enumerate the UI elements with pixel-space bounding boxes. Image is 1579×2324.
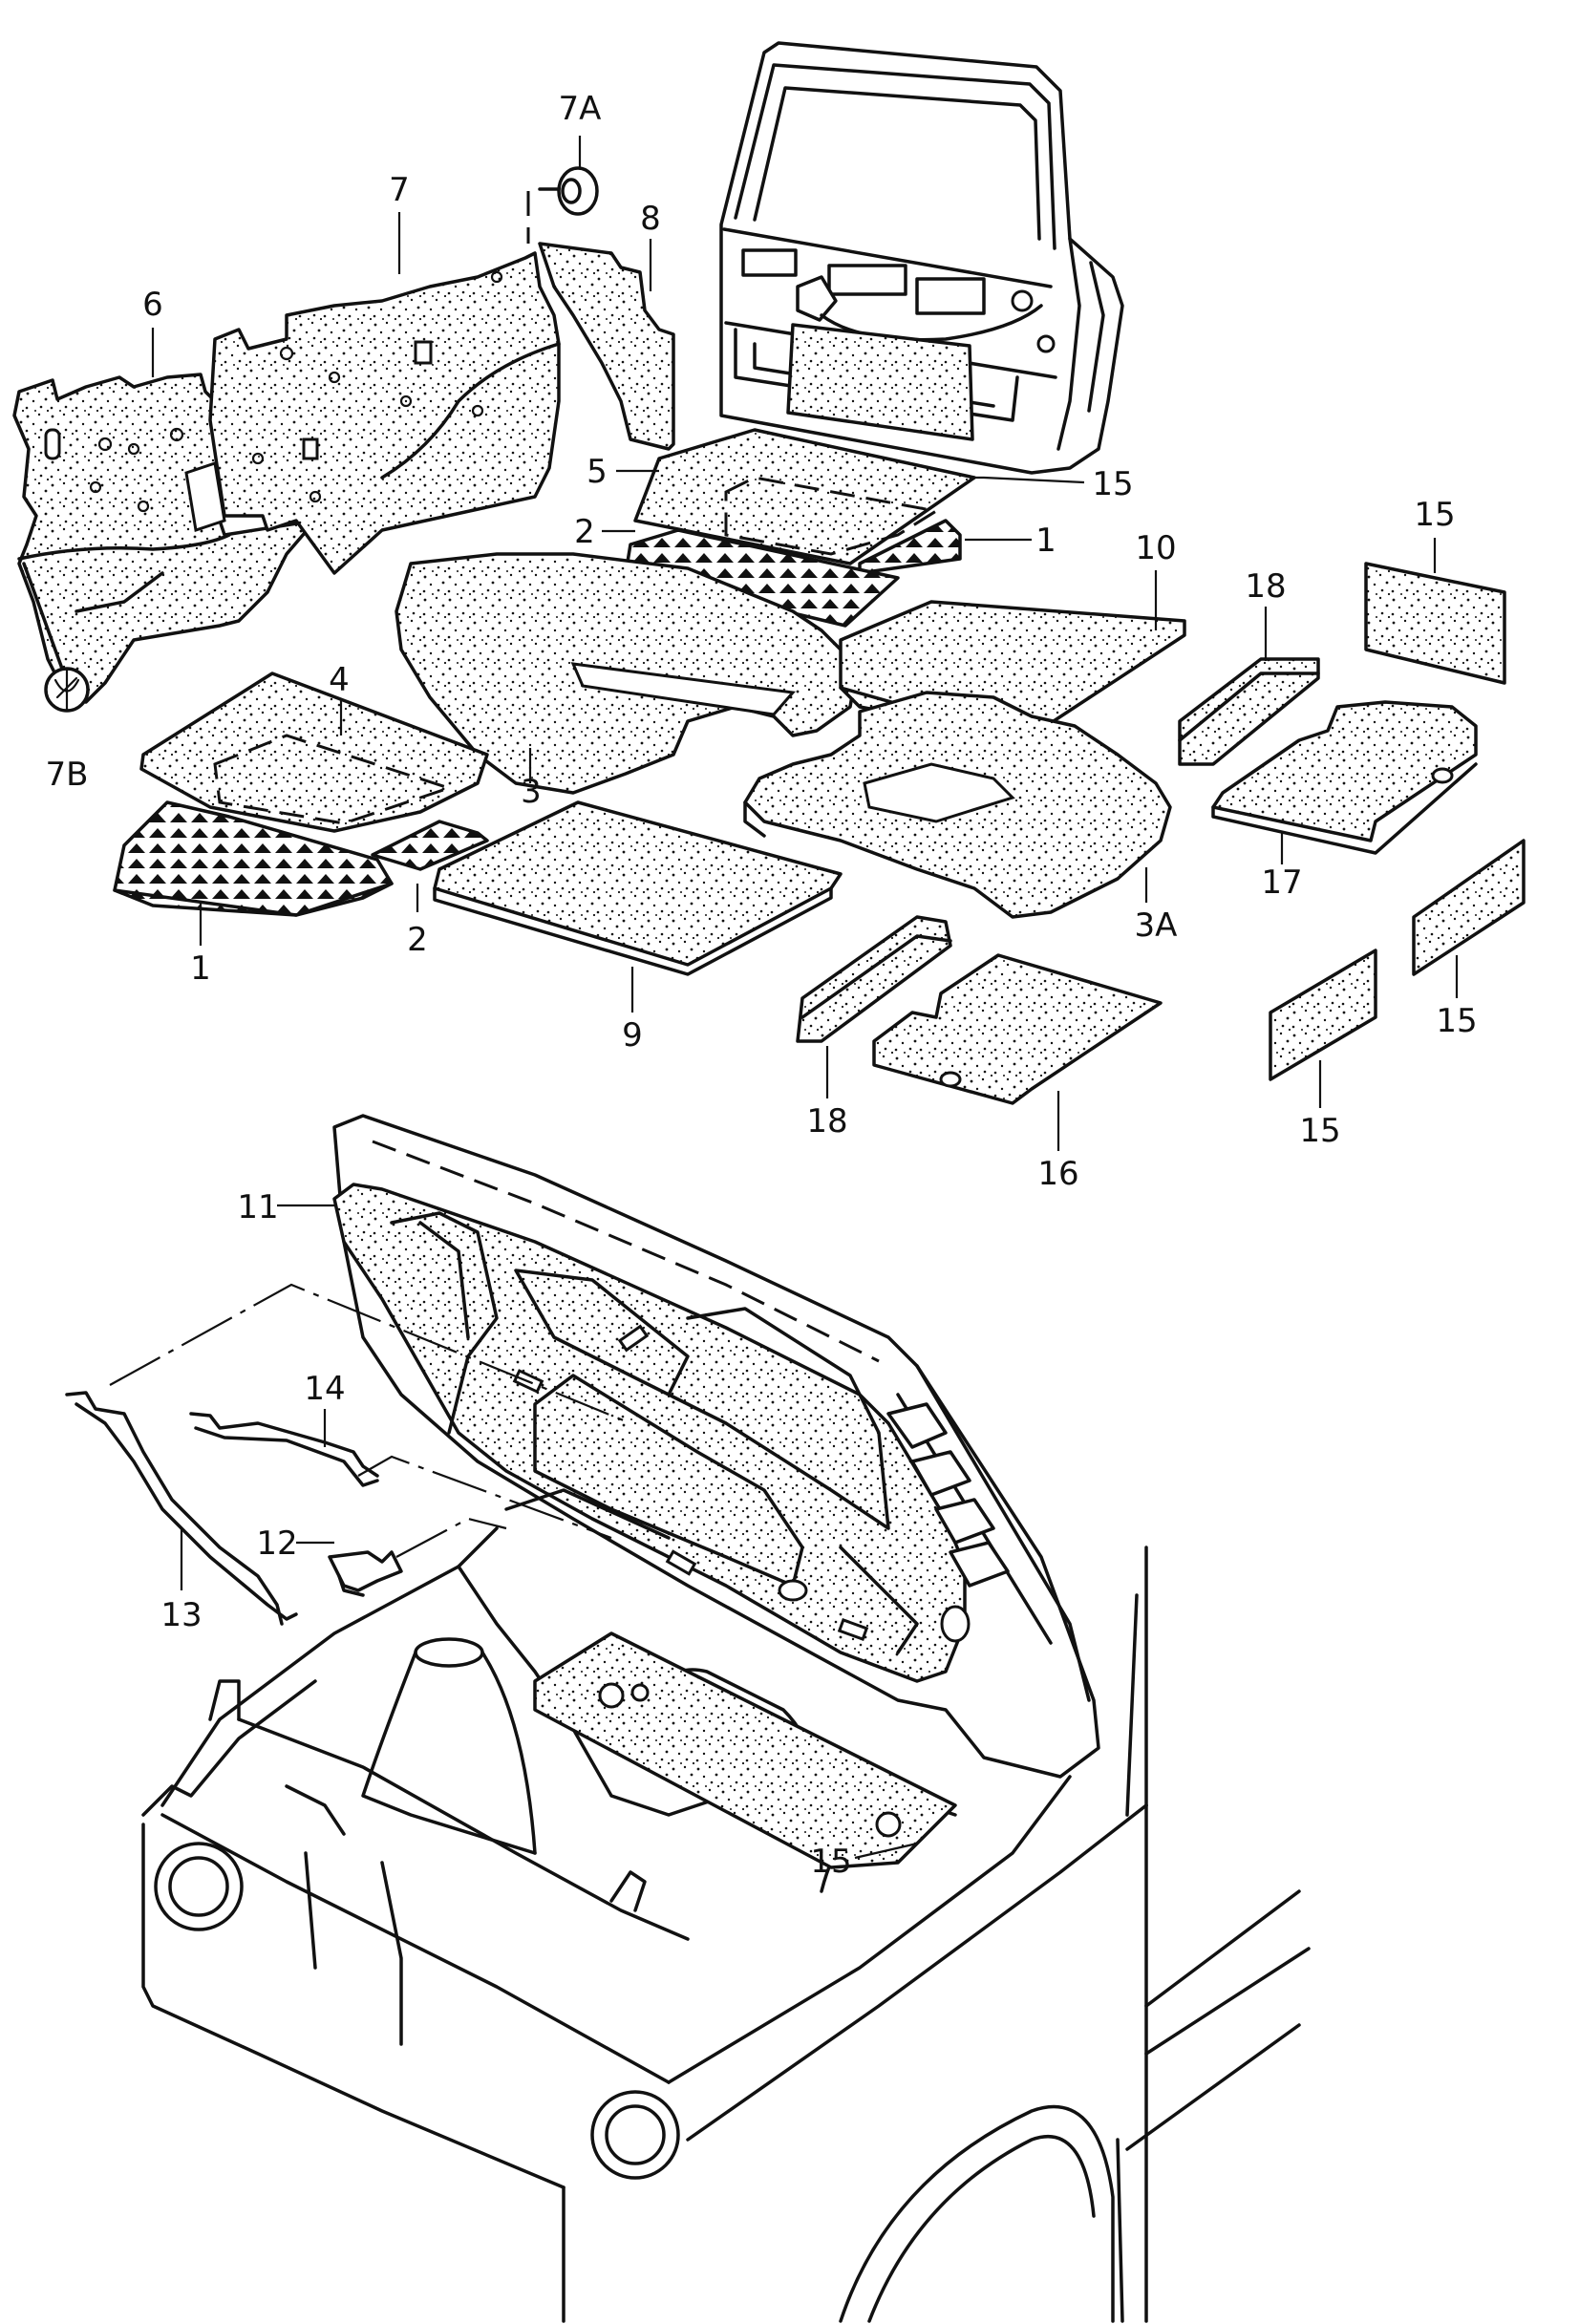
hood-latch-12 [328,1550,403,1597]
car-body-outline [141,1526,1311,2323]
callout-13: 13 [160,1596,202,1634]
callout-2-upper: 2 [574,513,595,551]
hood-support-rod-14 [189,1412,379,1478]
hood-support-rod-13 [65,1391,284,1626]
callout-12: 12 [256,1524,297,1563]
callout-3: 3 [521,773,542,811]
side-trim-panel-6 [12,373,317,704]
callout-15-top: 15 [1414,496,1455,534]
callout-14: 14 [304,1370,345,1408]
clip-7a [526,166,599,244]
callout-15-door: 15 [1092,465,1133,503]
callout-15-right-upper: 15 [1436,1002,1477,1040]
callout-8: 8 [640,200,661,238]
callout-numbers: 6 7 7A 8 5 2 1 15 10 18 15 4 3 7B 2 1 9 … [46,90,1478,1881]
wheel-arch-liner-8 [538,242,675,451]
callout-5: 5 [587,453,608,491]
callout-7: 7 [389,171,410,209]
floor-mat-5 [633,428,976,565]
callout-9: 9 [622,1016,643,1055]
callout-2-lower: 2 [407,921,428,959]
pad-15-right-lower [1269,949,1377,1081]
callout-18-upper: 18 [1245,567,1286,606]
door-insulation-panel [786,323,974,441]
insert-mat-2-lower [371,820,489,871]
callout-17: 17 [1261,864,1302,902]
pad-15-right-upper [1412,839,1526,976]
callout-15-right-lower: 15 [1299,1112,1340,1150]
callout-16: 16 [1037,1155,1078,1193]
callout-10: 10 [1135,529,1176,567]
callout-18-lower: 18 [806,1102,847,1141]
callout-1-upper: 1 [1035,522,1056,560]
callout-7b: 7B [46,756,89,794]
floor-mat-17 [1211,700,1478,842]
callout-15-firewall: 15 [810,1843,851,1881]
floor-mat-4 [139,672,489,833]
callout-7a: 7A [559,90,602,128]
waffle-mat-1-lower [113,800,394,917]
pad-15-top [1364,562,1506,685]
callout-1-lower: 1 [190,949,211,988]
callout-6: 6 [142,286,163,324]
callout-4: 4 [329,661,350,699]
floor-mat-16 [872,953,1163,1105]
trim-strip-18-lower [796,915,952,1043]
leader-lines [65,136,1459,1860]
callout-3a: 3A [1135,906,1178,945]
callout-11: 11 [237,1188,278,1226]
hood-insulation-11 [332,1183,967,1683]
trim-strip-18-upper [1178,657,1320,766]
front-bulkhead-panel-7 [208,251,561,575]
